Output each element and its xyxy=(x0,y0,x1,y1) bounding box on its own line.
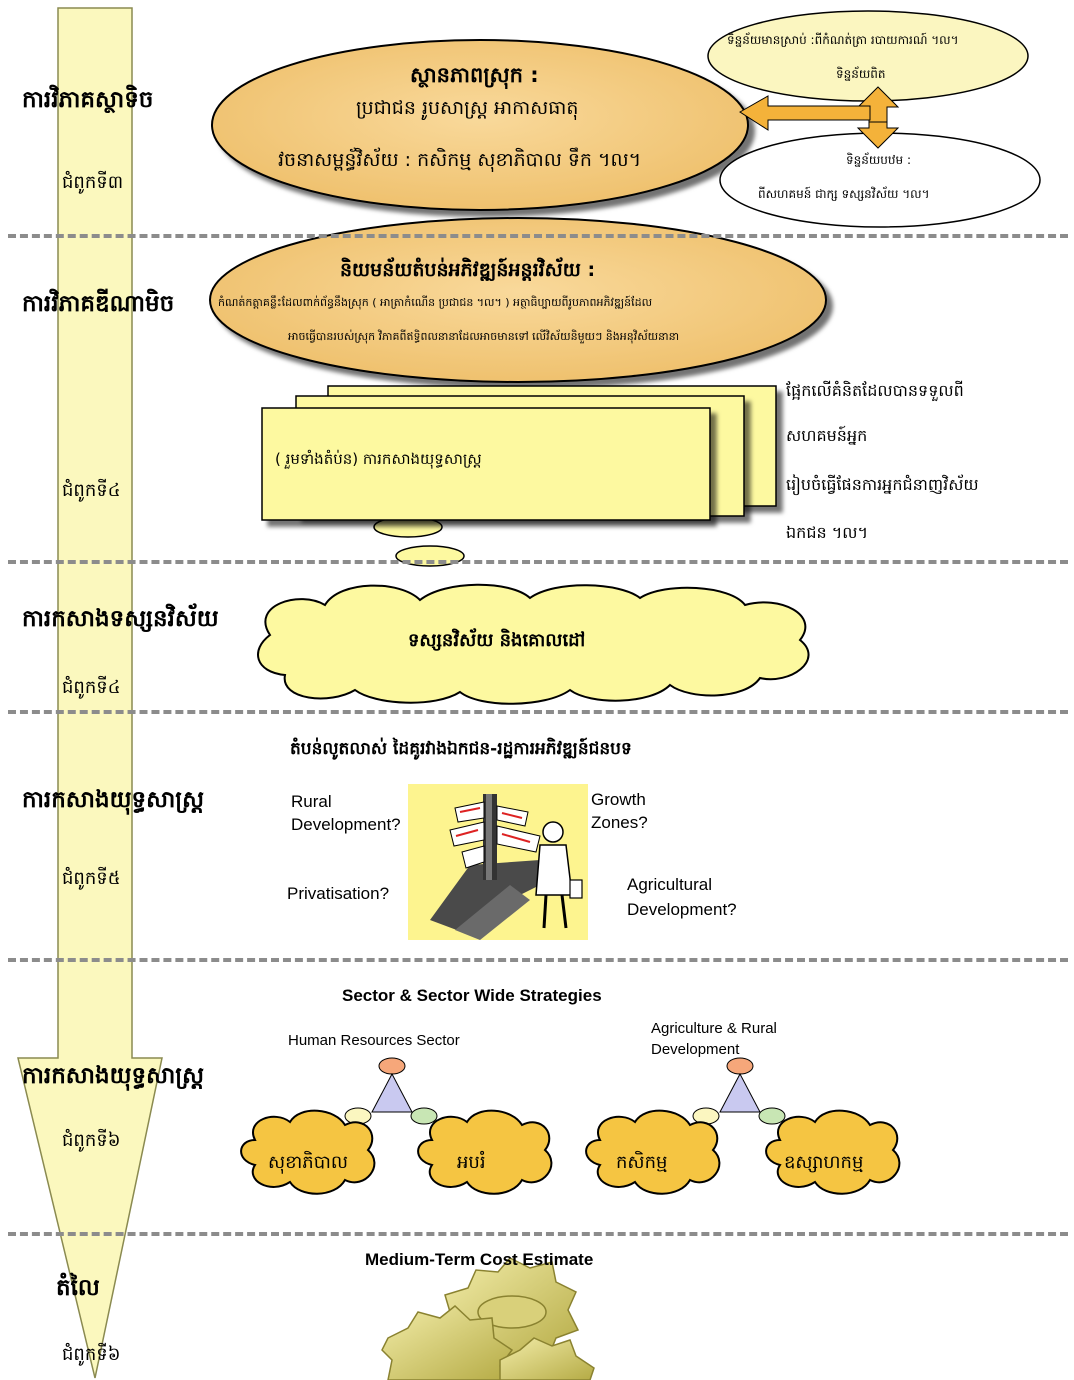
sector-cloud-agriculture: កសិកម្ម xyxy=(616,1152,668,1173)
dynamic-title: និយមន័យតំបន់អភិវឌ្ឍន៍អន្តរវិស័យ : xyxy=(340,259,596,281)
side-note: រៀបចំធ្វើផែនការអ្នកជំនាញវិស័យ xyxy=(786,475,979,494)
option-rural-development: Rural Development? xyxy=(291,792,401,834)
option-growth-zones: Growth Zones? xyxy=(591,790,648,832)
chapter-label: ជំពូកទី៥ xyxy=(62,868,121,889)
group1-label: Human Resources Sector xyxy=(288,1032,460,1049)
vision-text: ទស្សនវិស័យ និងគោលដៅ xyxy=(408,630,586,651)
cost-heading: Medium-Term Cost Estimate xyxy=(365,1250,594,1269)
stage-title-vision: ការកសាងទស្សនវិស័យ xyxy=(22,606,219,632)
source-top-line2: ទិន្នន័យពិត xyxy=(836,67,886,81)
stage-divider xyxy=(8,234,1068,238)
source-bottom-line2: ពីសហគមន៍ ជាក្ស ទស្សនវិស័យ ។ល។ xyxy=(758,187,930,201)
chapter-label: ជំពូកទី៤ xyxy=(62,677,121,698)
static-line2: វចនាសម្ពន្ធ័វិស័យ : កសិកម្ម សុខាភិបាល ទឹ… xyxy=(278,149,642,171)
side-note: សហគមន៍អ្នក xyxy=(786,426,868,445)
stage-title-cost: តំលៃ xyxy=(56,1275,100,1301)
stage-divider xyxy=(8,958,1068,962)
chapter-label: ជំពូកទី៤ xyxy=(62,480,121,501)
vision-cloud xyxy=(257,583,810,705)
static-line1: ប្រជាជន រូបសាស្ត្រ អាកាសធាតុ xyxy=(356,97,579,119)
side-note: ផ្អែកលើគំនិតដែលបានទទួលពី xyxy=(786,381,964,400)
sector-cloud-education: អបរំ xyxy=(457,1152,486,1173)
dynamic-ellipse xyxy=(209,217,827,383)
source-bottom-ellipse xyxy=(719,132,1041,228)
card-text: ( រួមទាំងតំប់ន) ការកសាងយុទ្ធសាស្ត្រ xyxy=(275,450,482,468)
stage-title-sector-strategy: ការកសាងយុទ្ធសាស្ត្រ xyxy=(22,1063,205,1089)
option-privatisation: Privatisation? xyxy=(287,884,390,903)
process-arrow xyxy=(17,7,163,1379)
static-title: ស្ថានភាពស្រុក : xyxy=(410,63,539,87)
gears-graphic xyxy=(381,1257,595,1380)
strategy-heading: តំបន់លូតលាស់ ដៃគូរវាងឯកជន-រដ្ឋការអភិវឌ្ឍ… xyxy=(290,739,632,759)
static-ellipse xyxy=(211,39,749,211)
sector-cloud-industry: ឧស្សាហកម្ម xyxy=(784,1152,864,1173)
chapter-label: ជំពូកទី៦ xyxy=(62,1344,121,1365)
source-top-line1: ទិន្នន័យមានស្រាប់ :ពីកំណត់ត្រា របាយការណ៍… xyxy=(727,33,959,47)
stage-title-strategy: ការកសាងយុទ្ធសាស្ត្រ xyxy=(22,787,205,813)
dynamic-line1: កំណត់កត្តាគន្លឹះដែលពាក់ព័ន្ធនឹងស្រុក ( អ… xyxy=(218,296,653,309)
stage-title-dynamic-analysis: ការវិភាគឌីណាមិច xyxy=(22,291,175,317)
sector-heading: Sector & Sector Wide Strategies xyxy=(342,986,602,1005)
stage-divider xyxy=(8,710,1068,714)
source-bottom-line1: ទិន្នន័យបឋម : xyxy=(846,153,911,167)
group2-label: Agriculture & Rural Development xyxy=(651,1020,777,1058)
chapter-label: ជំពូកទី៣ xyxy=(62,172,124,193)
stage-title-static-analysis: ការវិភាគស្ថាទិច xyxy=(22,87,154,113)
stage-divider xyxy=(8,1232,1068,1236)
sector-cloud-health: សុខាភិបាល xyxy=(268,1152,348,1173)
chapter-label: ជំពូកទី៦ xyxy=(62,1130,121,1151)
stage-divider xyxy=(8,560,1068,564)
dynamic-line2: អាចធ្វើបានរបស់ស្រុក វិភាគពីឥទ្ធិពលនានាដែ… xyxy=(288,330,680,343)
option-agricultural-development: Agricultural Development? xyxy=(627,875,737,919)
source-top-ellipse xyxy=(707,10,1029,102)
arrow-left xyxy=(739,95,871,131)
double-arrow-vertical xyxy=(856,86,900,149)
side-note: ឯកជន ។ល។ xyxy=(786,523,869,542)
